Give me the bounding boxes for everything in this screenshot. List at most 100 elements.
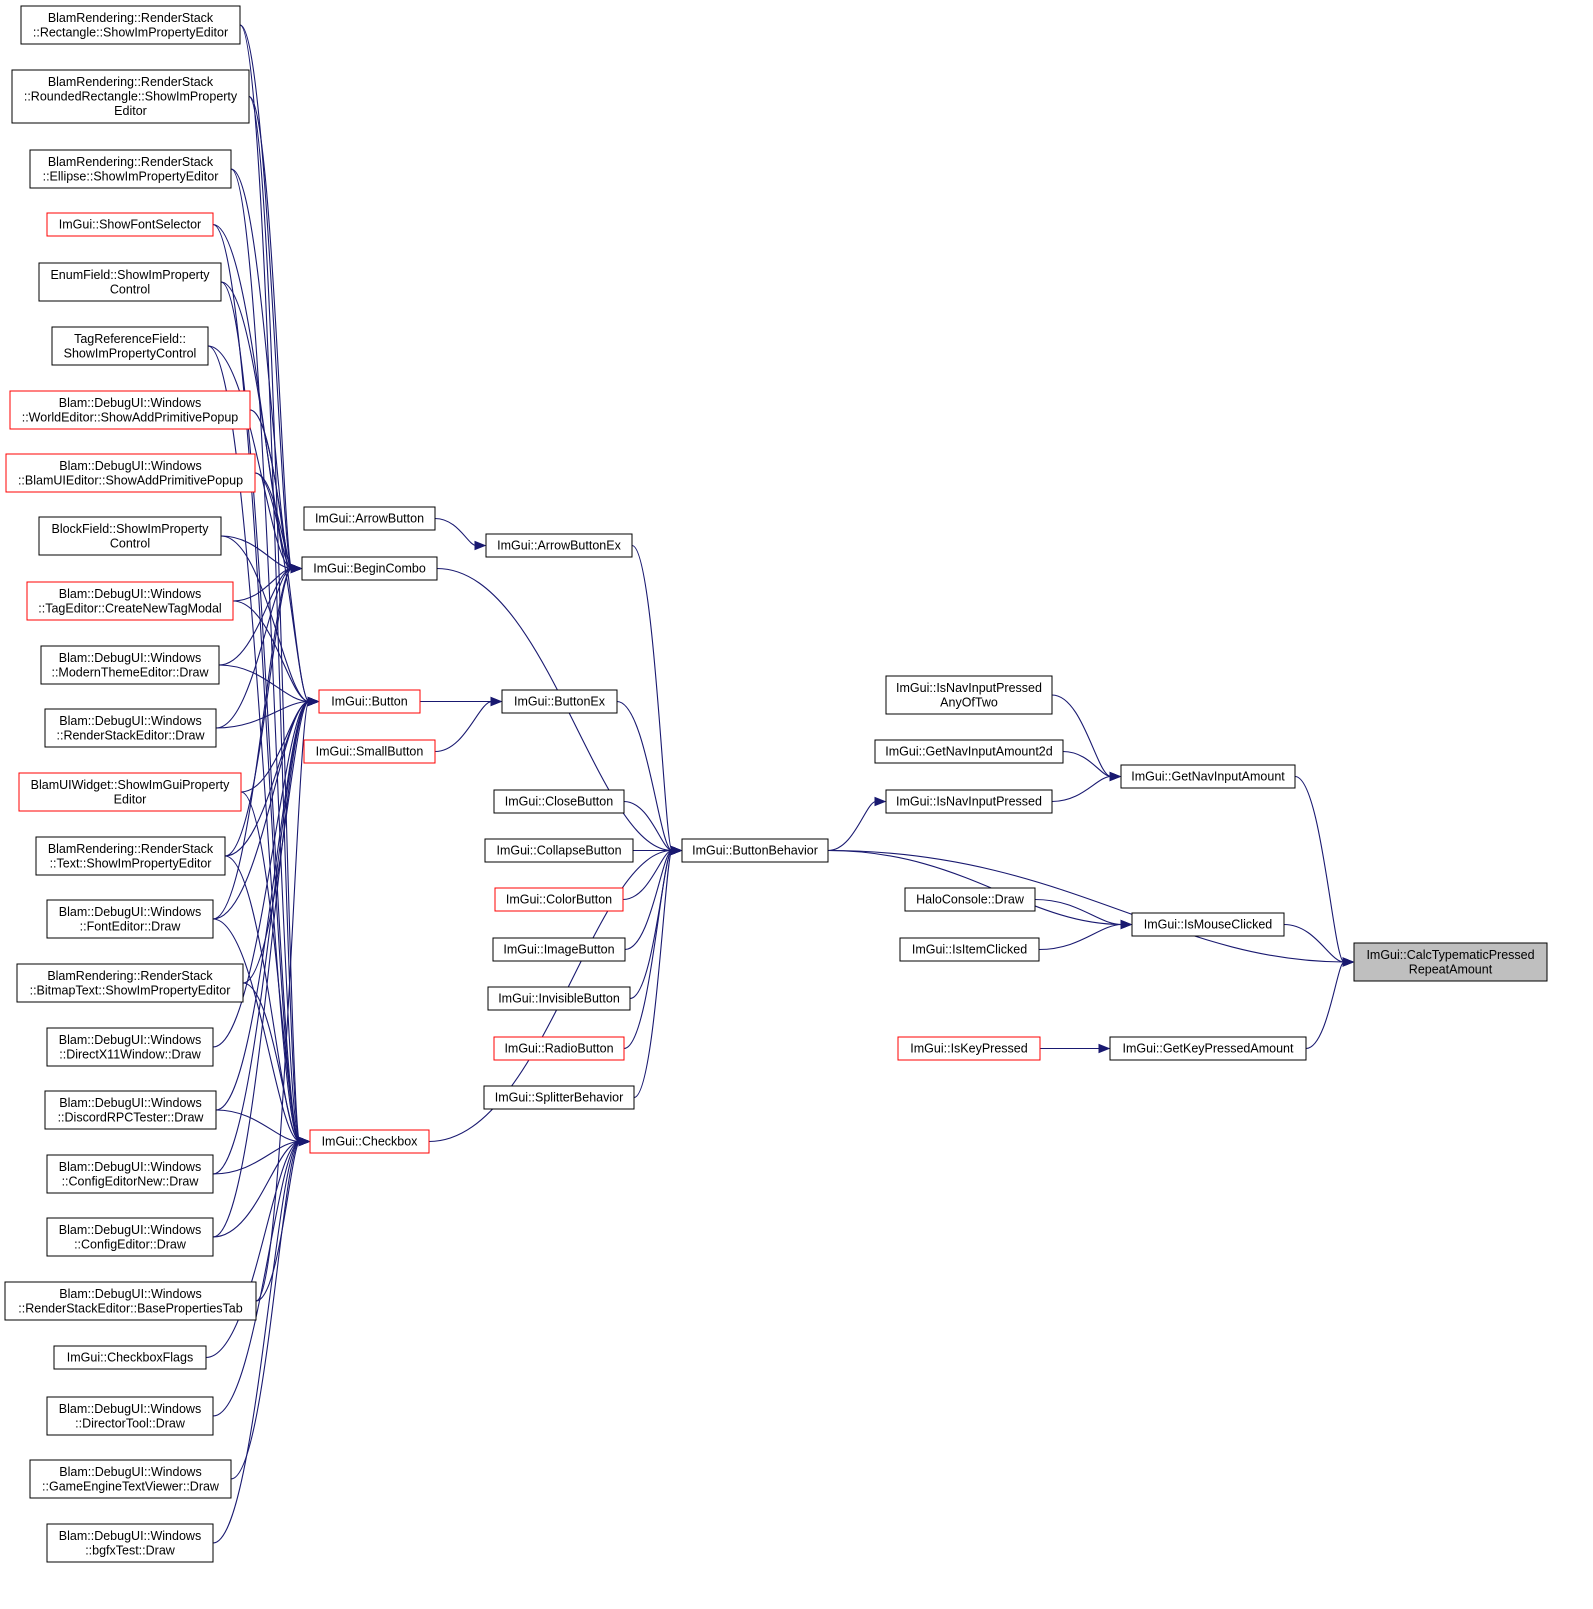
node-box[interactable] (51, 326, 209, 366)
node-box[interactable] (40, 645, 220, 685)
node-directortool[interactable]: Blam::DebugUI::Windows::DirectorTool::Dr… (46, 1396, 214, 1436)
node-button[interactable]: ImGui::Button (318, 689, 421, 714)
node-box[interactable] (1120, 764, 1296, 789)
node-box[interactable] (485, 533, 633, 558)
node-box[interactable] (38, 516, 222, 556)
node-isitemclicked[interactable]: ImGui::IsItemClicked (899, 937, 1040, 962)
node-radiobutton[interactable]: ImGui::RadioButton (493, 1036, 625, 1061)
node-collapsebutton[interactable]: ImGui::CollapseButton (484, 838, 634, 863)
node-box[interactable] (5, 453, 256, 493)
node-box[interactable] (18, 772, 242, 812)
node-box[interactable] (53, 1345, 207, 1370)
node-buttonbehavior[interactable]: ImGui::ButtonBehavior (681, 838, 829, 863)
node-show_font_selector[interactable]: ImGui::ShowFontSelector (46, 212, 214, 237)
node-box[interactable] (493, 1036, 625, 1061)
node-smallbutton[interactable]: ImGui::SmallButton (303, 739, 436, 764)
node-discord[interactable]: Blam::DebugUI::Windows::DiscordRPCTester… (44, 1090, 217, 1130)
node-box[interactable] (301, 556, 438, 581)
node-box[interactable] (484, 838, 634, 863)
node-isnavinputpressed[interactable]: ImGui::IsNavInputPressed (885, 789, 1053, 814)
node-box[interactable] (501, 689, 618, 714)
node-renderstack_editor[interactable]: Blam::DebugUI::Windows::RenderStackEdito… (44, 708, 217, 748)
node-text_editor[interactable]: BlamRendering::RenderStack::Text::ShowIm… (35, 836, 226, 876)
node-box[interactable] (9, 390, 251, 430)
node-ismouseclicked[interactable]: ImGui::IsMouseClicked (1131, 912, 1285, 937)
node-rect_editor[interactable]: BlamRendering::RenderStack::Rectangle::S… (20, 5, 241, 45)
node-box[interactable] (681, 838, 829, 863)
node-box[interactable] (303, 739, 436, 764)
node-box[interactable] (874, 739, 1064, 764)
node-box[interactable] (46, 212, 214, 237)
node-box[interactable] (44, 708, 217, 748)
node-colorbutton[interactable]: ImGui::ColorButton (494, 887, 624, 912)
node-box[interactable] (904, 887, 1036, 912)
node-bgfxtest[interactable]: Blam::DebugUI::Windows::bgfxTest::Draw (46, 1523, 214, 1563)
node-box[interactable] (1131, 912, 1285, 937)
node-box[interactable] (303, 506, 436, 531)
node-tagref[interactable]: TagReferenceField::ShowImPropertyControl (51, 326, 209, 366)
node-arrowbutton[interactable]: ImGui::ArrowButton (303, 506, 436, 531)
node-box[interactable] (318, 689, 421, 714)
node-box[interactable] (29, 1459, 232, 1499)
node-begincombo[interactable]: ImGui::BeginCombo (301, 556, 438, 581)
node-font_editor[interactable]: Blam::DebugUI::Windows::FontEditor::Draw (46, 899, 214, 939)
node-box[interactable] (4, 1281, 257, 1321)
node-invisiblebutton[interactable]: ImGui::InvisibleButton (487, 986, 631, 1011)
node-box[interactable] (35, 836, 226, 876)
node-getnavinputamount[interactable]: ImGui::GetNavInputAmount (1120, 764, 1296, 789)
node-configeditornew[interactable]: Blam::DebugUI::Windows::ConfigEditorNew:… (46, 1154, 214, 1194)
node-box[interactable] (46, 1217, 214, 1257)
node-configeditor[interactable]: Blam::DebugUI::Windows::ConfigEditor::Dr… (46, 1217, 214, 1257)
node-getnavinputamount2d[interactable]: ImGui::GetNavInputAmount2d (874, 739, 1064, 764)
node-box[interactable] (487, 986, 631, 1011)
node-box[interactable] (46, 899, 214, 939)
node-box[interactable] (885, 675, 1053, 715)
node-iskeypressed[interactable]: ImGui::IsKeyPressed (897, 1036, 1041, 1061)
node-box[interactable] (11, 69, 250, 124)
node-buttonex[interactable]: ImGui::ButtonEx (501, 689, 618, 714)
node-box[interactable] (885, 789, 1053, 814)
node-box[interactable] (309, 1129, 430, 1154)
node-getkeypressedamount[interactable]: ImGui::GetKeyPressedAmount (1109, 1036, 1307, 1061)
node-blockfield[interactable]: BlockField::ShowImPropertyControl (38, 516, 222, 556)
node-baseprops[interactable]: Blam::DebugUI::Windows::RenderStackEdito… (4, 1281, 257, 1321)
node-box[interactable] (29, 149, 232, 189)
node-box[interactable] (494, 887, 624, 912)
node-box[interactable] (897, 1036, 1041, 1061)
node-imagebutton[interactable]: ImGui::ImageButton (492, 937, 626, 962)
node-modern_theme[interactable]: Blam::DebugUI::Windows::ModernThemeEdito… (40, 645, 220, 685)
node-box[interactable] (483, 1085, 635, 1110)
node-arrowbuttonex[interactable]: ImGui::ArrowButtonEx (485, 533, 633, 558)
node-box[interactable] (44, 1090, 217, 1130)
node-box[interactable] (46, 1154, 214, 1194)
node-box[interactable] (46, 1027, 214, 1067)
node-box[interactable] (16, 963, 244, 1003)
node-box[interactable] (492, 937, 626, 962)
node-ellipse_editor[interactable]: BlamRendering::RenderStack::Ellipse::Sho… (29, 149, 232, 189)
node-box[interactable] (1353, 942, 1548, 982)
node-box[interactable] (899, 937, 1040, 962)
node-haloconsole[interactable]: HaloConsole::Draw (904, 887, 1036, 912)
node-closebutton[interactable]: ImGui::CloseButton (493, 789, 625, 814)
node-blamui_editor[interactable]: Blam::DebugUI::Windows::BlamUIEditor::Sh… (5, 453, 256, 493)
node-box[interactable] (46, 1523, 214, 1563)
node-box[interactable] (1109, 1036, 1307, 1061)
node-checkbox[interactable]: ImGui::Checkbox (309, 1129, 430, 1154)
node-roundrect_editor[interactable]: BlamRendering::RenderStack::RoundedRecta… (11, 69, 250, 124)
node-checkboxflags[interactable]: ImGui::CheckboxFlags (53, 1345, 207, 1370)
node-tag_editor[interactable]: Blam::DebugUI::Windows::TagEditor::Creat… (26, 581, 234, 621)
node-gameenginetext[interactable]: Blam::DebugUI::Windows::GameEngineTextVi… (29, 1459, 232, 1499)
node-world_editor[interactable]: Blam::DebugUI::Windows::WorldEditor::Sho… (9, 390, 251, 430)
node-enumfield[interactable]: EnumField::ShowImPropertyControl (38, 262, 222, 302)
node-box[interactable] (20, 5, 241, 45)
node-box[interactable] (38, 262, 222, 302)
node-box[interactable] (493, 789, 625, 814)
node-directx11[interactable]: Blam::DebugUI::Windows::DirectX11Window:… (46, 1027, 214, 1067)
node-box[interactable] (46, 1396, 214, 1436)
node-bitmaptext_editor[interactable]: BlamRendering::RenderStack::BitmapText::… (16, 963, 244, 1003)
node-box[interactable] (26, 581, 234, 621)
node-splitterbehavior[interactable]: ImGui::SplitterBehavior (483, 1085, 635, 1110)
